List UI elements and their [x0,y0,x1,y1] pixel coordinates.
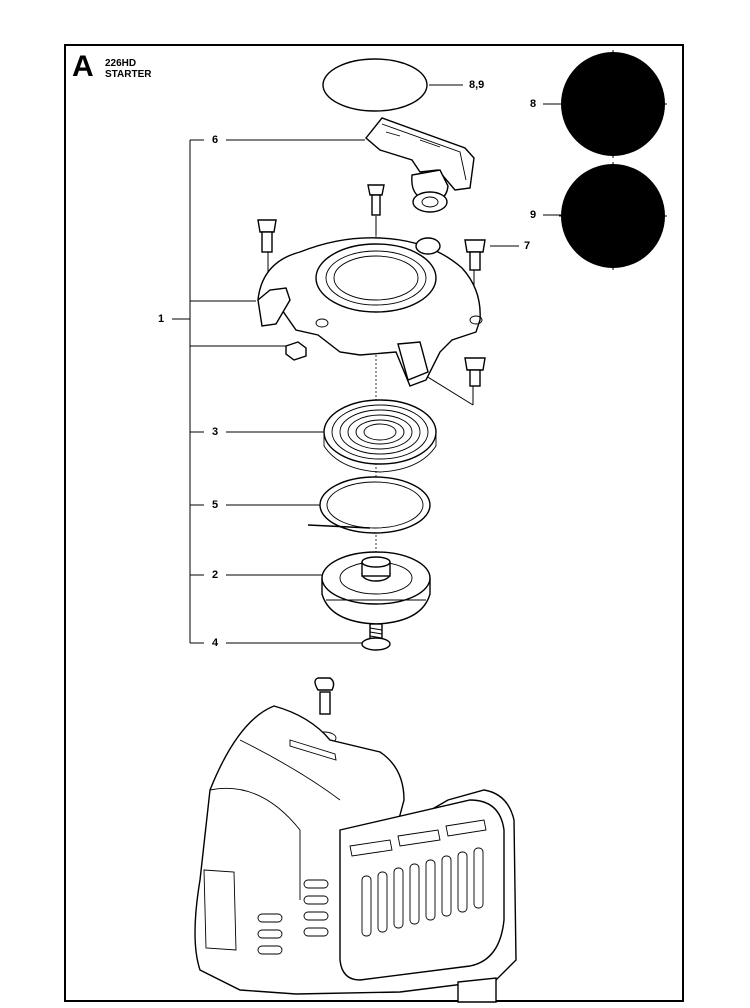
callout-5: 5 [212,499,219,511]
callout-9: 9 [530,209,537,221]
rope-pulley [321,551,431,625]
engine-cover [194,677,517,1003]
screw-left [257,219,277,253]
screw-7 [464,239,486,271]
callout-8: 8 [530,98,537,110]
callout-7: 7 [524,240,531,252]
starter-rope [307,476,431,534]
callout-8-9: 8,9 [469,79,485,91]
diagram-frame [64,44,684,1002]
square-nut [285,341,307,361]
callout-1: 1 [158,313,165,325]
starter-handle [365,117,475,213]
recoil-spring [323,399,437,473]
callout-6: 6 [212,134,219,146]
center-screw [361,623,391,651]
callout-2: 2 [212,569,219,581]
model-label: 226HD [105,58,137,69]
callout-3: 3 [212,426,219,438]
section-letter: A [72,50,94,83]
assembly-label: STARTER [105,69,152,80]
starter-cover [257,237,483,387]
screw-right-lower [464,357,486,387]
screw-top [367,184,385,216]
callout-4: 4 [212,637,219,649]
decal-ellipse [322,58,428,112]
title-block: 226HD STARTER [105,58,151,80]
